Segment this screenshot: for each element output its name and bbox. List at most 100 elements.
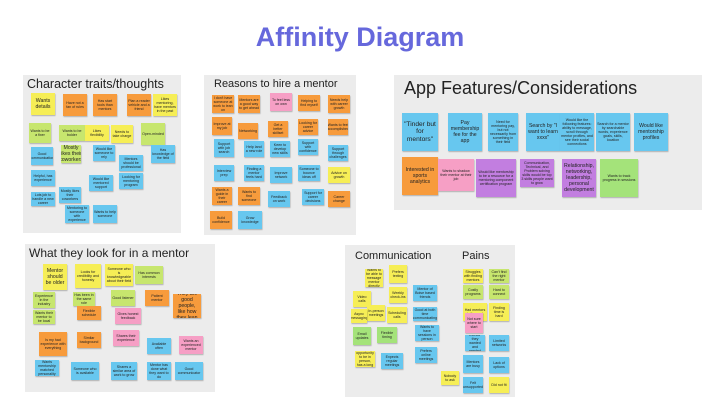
sticky-note: Has start tools than mentors [93,94,117,116]
sticky-note: Wants to find someone [238,187,260,205]
sticky-note: Flexible timing [377,327,397,343]
sticky-note: Networking [238,123,258,139]
sticky-note: Wants to be bolder [59,125,85,141]
sticky-note: Limited networks [489,335,509,351]
sticky-note: Mentor of Boise based friends [413,285,437,301]
mentor-qualities-board: What they look for in a mentor Mentor sh… [25,244,215,392]
sticky-note: Would like mentored support [89,175,113,191]
sticky-note: Mentors are busy [463,355,483,373]
communication-pains-board: Communication Pains Wants to be able to … [345,245,515,397]
sticky-note: Interested in sports analytics [402,157,438,195]
sticky-note: Weekly check-ins [389,287,407,303]
sticky-note: Mentor has done what they want to do [147,362,171,380]
sticky-note: Interview prep [214,165,234,181]
sticky-note: Struggles with finding mentors [463,269,483,283]
sticky-note: Would like mentorship profiles [634,113,668,151]
sticky-note: Wants an experienced mentor [179,336,203,354]
sticky-note: Feedback on work [268,191,290,207]
sticky-note: Get a better skillset [268,121,288,137]
sticky-note: Experience in the industry [33,292,55,308]
sticky-note: Wants to be able to message mentor direc… [365,269,383,287]
sticky-note: Likes mentoring, have mentors in the pas… [153,94,177,116]
sticky-note: Open-minded [141,123,165,145]
sticky-note: Would like someone to rely [93,145,115,161]
board-title-pains: Pains [462,250,490,262]
sticky-note: Lots job to handle a new career [31,192,55,206]
sticky-note: Wants a guide in their career [212,187,232,205]
sticky-note: Search by "I want to learn xxxx" [526,113,560,151]
sticky-note: Someone who is knowledgeable about their… [105,264,133,286]
sticky-note: Communication, Technical, and Problem so… [520,159,554,187]
sticky-note: To feel less on own [270,93,292,111]
sticky-note: Lack of options [489,357,509,373]
sticky-note: Needs help with career growth [328,95,350,113]
sticky-note: Shares their experience [113,330,139,346]
sticky-note: Did not fit [489,377,509,393]
sticky-note: Advice on growth [328,167,350,183]
sticky-note: Good listener [111,290,135,306]
sticky-note: They are good people, like how they lean [173,294,201,318]
sticky-note: Available often [147,338,171,354]
sticky-note: Has common interests [135,266,163,284]
sticky-note: In-person meetings [367,305,385,321]
sticky-note: Wants mentorship matched personality [35,360,59,376]
sticky-note: Scheduling calls [387,307,407,323]
sticky-note: Shares a similar area of work to grow [111,362,137,380]
sticky-note: Costly programs [463,285,483,299]
sticky-note: Someone who is available [71,362,99,380]
sticky-note: Similar background [77,332,101,348]
sticky-note: Looking for career advice [298,119,318,135]
sticky-note: I don't have someone at work to lean on [212,95,234,113]
sticky-note: Video calls [353,291,371,307]
sticky-note: Needs to take charge [111,125,133,143]
sticky-note: Wants to help someone [93,205,117,223]
sticky-note: Plan a reader vehicle and a friend [127,94,151,116]
sticky-note: Expects regular meetings [381,353,403,369]
sticky-note: Nobody to ask [441,371,459,385]
sticky-note: Looking for mentoring program [119,173,143,189]
sticky-note: Mentors are a good way to get ahead [238,95,260,113]
sticky-note: Someone to bounce ideas off [298,165,320,181]
sticky-note: Career change [328,191,350,207]
sticky-note: Help land a new role [244,141,264,157]
sticky-note: Can't find the right mentor [489,269,509,283]
sticky-note: Mentor should be older [43,264,67,290]
sticky-note: Patient mentor [145,290,169,306]
sticky-note: Pay membership fee for the app [448,113,482,151]
sticky-note: "Tinder but for mentors" [402,113,438,151]
sticky-note: Wants their mentor to be local [33,310,55,324]
sticky-note: Has knowledge of the field [151,145,175,163]
sticky-note: Gives honest feedback [115,308,141,324]
sticky-note: Improve network [270,167,292,183]
sticky-note: Grow knowledge [238,211,262,229]
sticky-note: Good at both time communicating [413,307,437,321]
sticky-note: Wants to shadow their mentor at their jo… [438,159,474,191]
board-title: Character traits/thoughts [27,77,164,91]
sticky-note: Has no opportunity to be in person, has … [355,351,375,367]
sticky-note: Support for career decisions [302,189,324,205]
sticky-note: Finding time is hard [489,303,509,321]
sticky-note: Looks for credibility and honesty [75,264,101,288]
sticky-note: Build confidence [210,211,232,229]
sticky-note: Mostly likes their coworkers [59,187,81,203]
reasons-board: Reasons to hire a mentor I don't have so… [204,75,356,235]
board-title: Communication [355,250,432,262]
sticky-note: Wants details [31,93,55,115]
sticky-note: Relationship, networking, leadership, pe… [562,159,596,197]
sticky-note: Wasn't the mentor they wanted and needed… [465,335,485,351]
sticky-note: Would like mentorship to be a resource f… [476,159,516,197]
board-title: App Features/Considerations [404,78,638,98]
sticky-note: Is my had experience with everything [39,332,67,356]
page-title: Affinity Diagram [255,22,465,52]
board-title: What they look for in a mentor [29,246,190,260]
sticky-note: Need for mentoring pay, but not necessar… [488,113,518,151]
sticky-note: Support through challenges [328,145,348,161]
sticky-note: Have not a fan of rules [63,94,87,116]
sticky-note: Finding a mentor feels hard [244,165,264,181]
board-title: Reasons to hire a mentor [214,78,338,90]
sticky-note: Async messaging [351,309,367,323]
sticky-note: Prefers texting [389,265,407,283]
sticky-note: Wants to be a fixer [29,123,51,143]
sticky-note: Likes flexibility [85,125,109,141]
